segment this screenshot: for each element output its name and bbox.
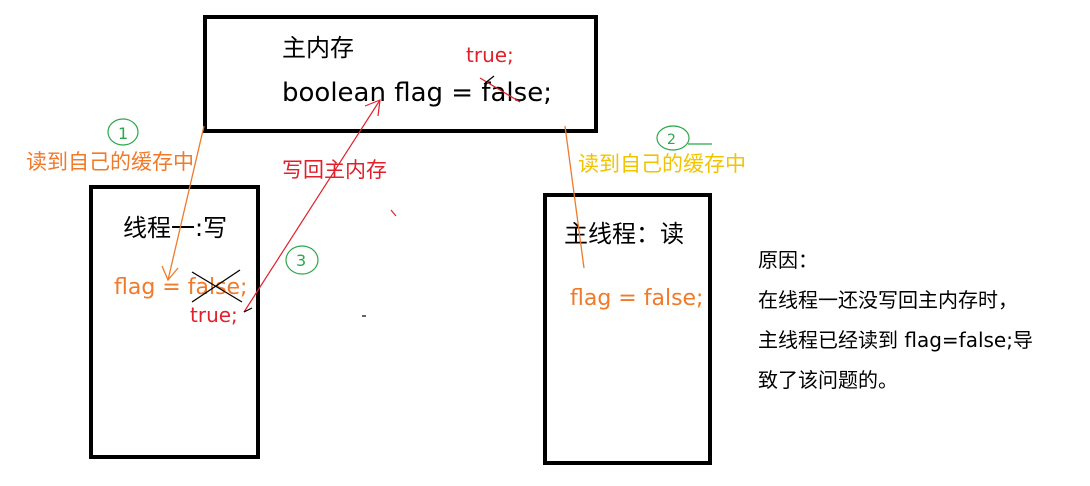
write-back-tail: [243, 307, 253, 313]
thread-one-new-value: true;: [190, 303, 238, 327]
reason-line-3: 致了该问题的。: [758, 368, 898, 392]
thread-one-title: 线程一:写: [123, 214, 228, 242]
thread-one-old-value: flag = false;: [114, 275, 248, 300]
read-left-label: 读到自己的缓存中: [26, 150, 194, 174]
main-memory-strike-2: [483, 75, 495, 85]
main-memory-update-note: true;: [466, 43, 514, 67]
step-circle-1: [107, 118, 139, 146]
write-back-arrowhead: [364, 99, 381, 117]
main-thread-title: 主线程：读: [564, 220, 684, 248]
reason-line-1: 在线程一还没写回主内存时，: [758, 288, 1018, 312]
thread-one-cross: [191, 269, 243, 303]
main-thread-value: flag = false;: [570, 286, 704, 311]
step-number-1: 1: [118, 124, 128, 143]
read-right-arrow: [564, 125, 585, 269]
step-number-2: 2: [667, 132, 676, 148]
step-circle-2: [656, 125, 690, 151]
thread-one-box: [89, 185, 260, 459]
main-memory-statement: boolean flag = false;: [282, 78, 552, 108]
main-memory-box: [203, 15, 598, 133]
stray-mark-red: [390, 209, 397, 217]
read-right-label: 读到自己的缓存中: [578, 152, 746, 176]
reason-line-2: 主线程已经读到 flag=false;导: [758, 328, 1033, 352]
read-left-arrowhead: [161, 265, 179, 282]
main-memory-title: 主内存: [282, 34, 354, 62]
step-circle-3: [285, 245, 319, 275]
step-number-3: 3: [296, 251, 306, 270]
main-thread-box: [543, 193, 712, 465]
reason-heading: 原因：: [758, 248, 818, 272]
read-left-arrow: [167, 125, 205, 281]
write-back-arrow: [243, 99, 381, 313]
main-memory-strike: [479, 77, 521, 103]
